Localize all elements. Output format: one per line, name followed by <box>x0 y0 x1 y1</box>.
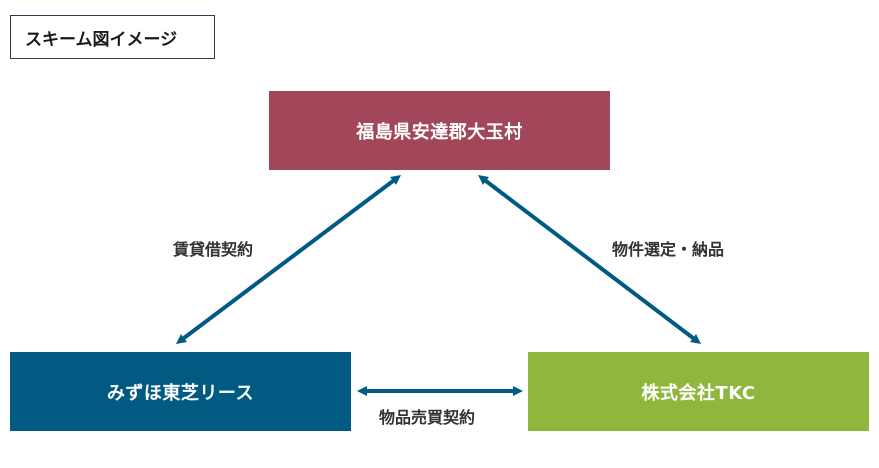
node-tkc-label: 株式会社TKC <box>641 382 756 404</box>
diagram-title: スキーム図イメージ <box>10 15 215 59</box>
edge-label-lease-contract: 賃貸借契約 <box>173 240 254 259</box>
node-mizuho-toshiba-lease: みずほ東芝リース <box>10 352 351 431</box>
node-otama-village-label: 福島県安達郡大玉村 <box>356 121 523 143</box>
edge-label-sales-contract: 物品売買契約 <box>379 408 476 427</box>
node-tkc: 株式会社TKC <box>528 352 869 431</box>
edge-label-selection-delivery: 物件選定・納品 <box>612 240 725 259</box>
node-otama-village: 福島県安達郡大玉村 <box>269 91 610 170</box>
node-mizuho-toshiba-lease-label: みずほ東芝リース <box>106 382 255 404</box>
